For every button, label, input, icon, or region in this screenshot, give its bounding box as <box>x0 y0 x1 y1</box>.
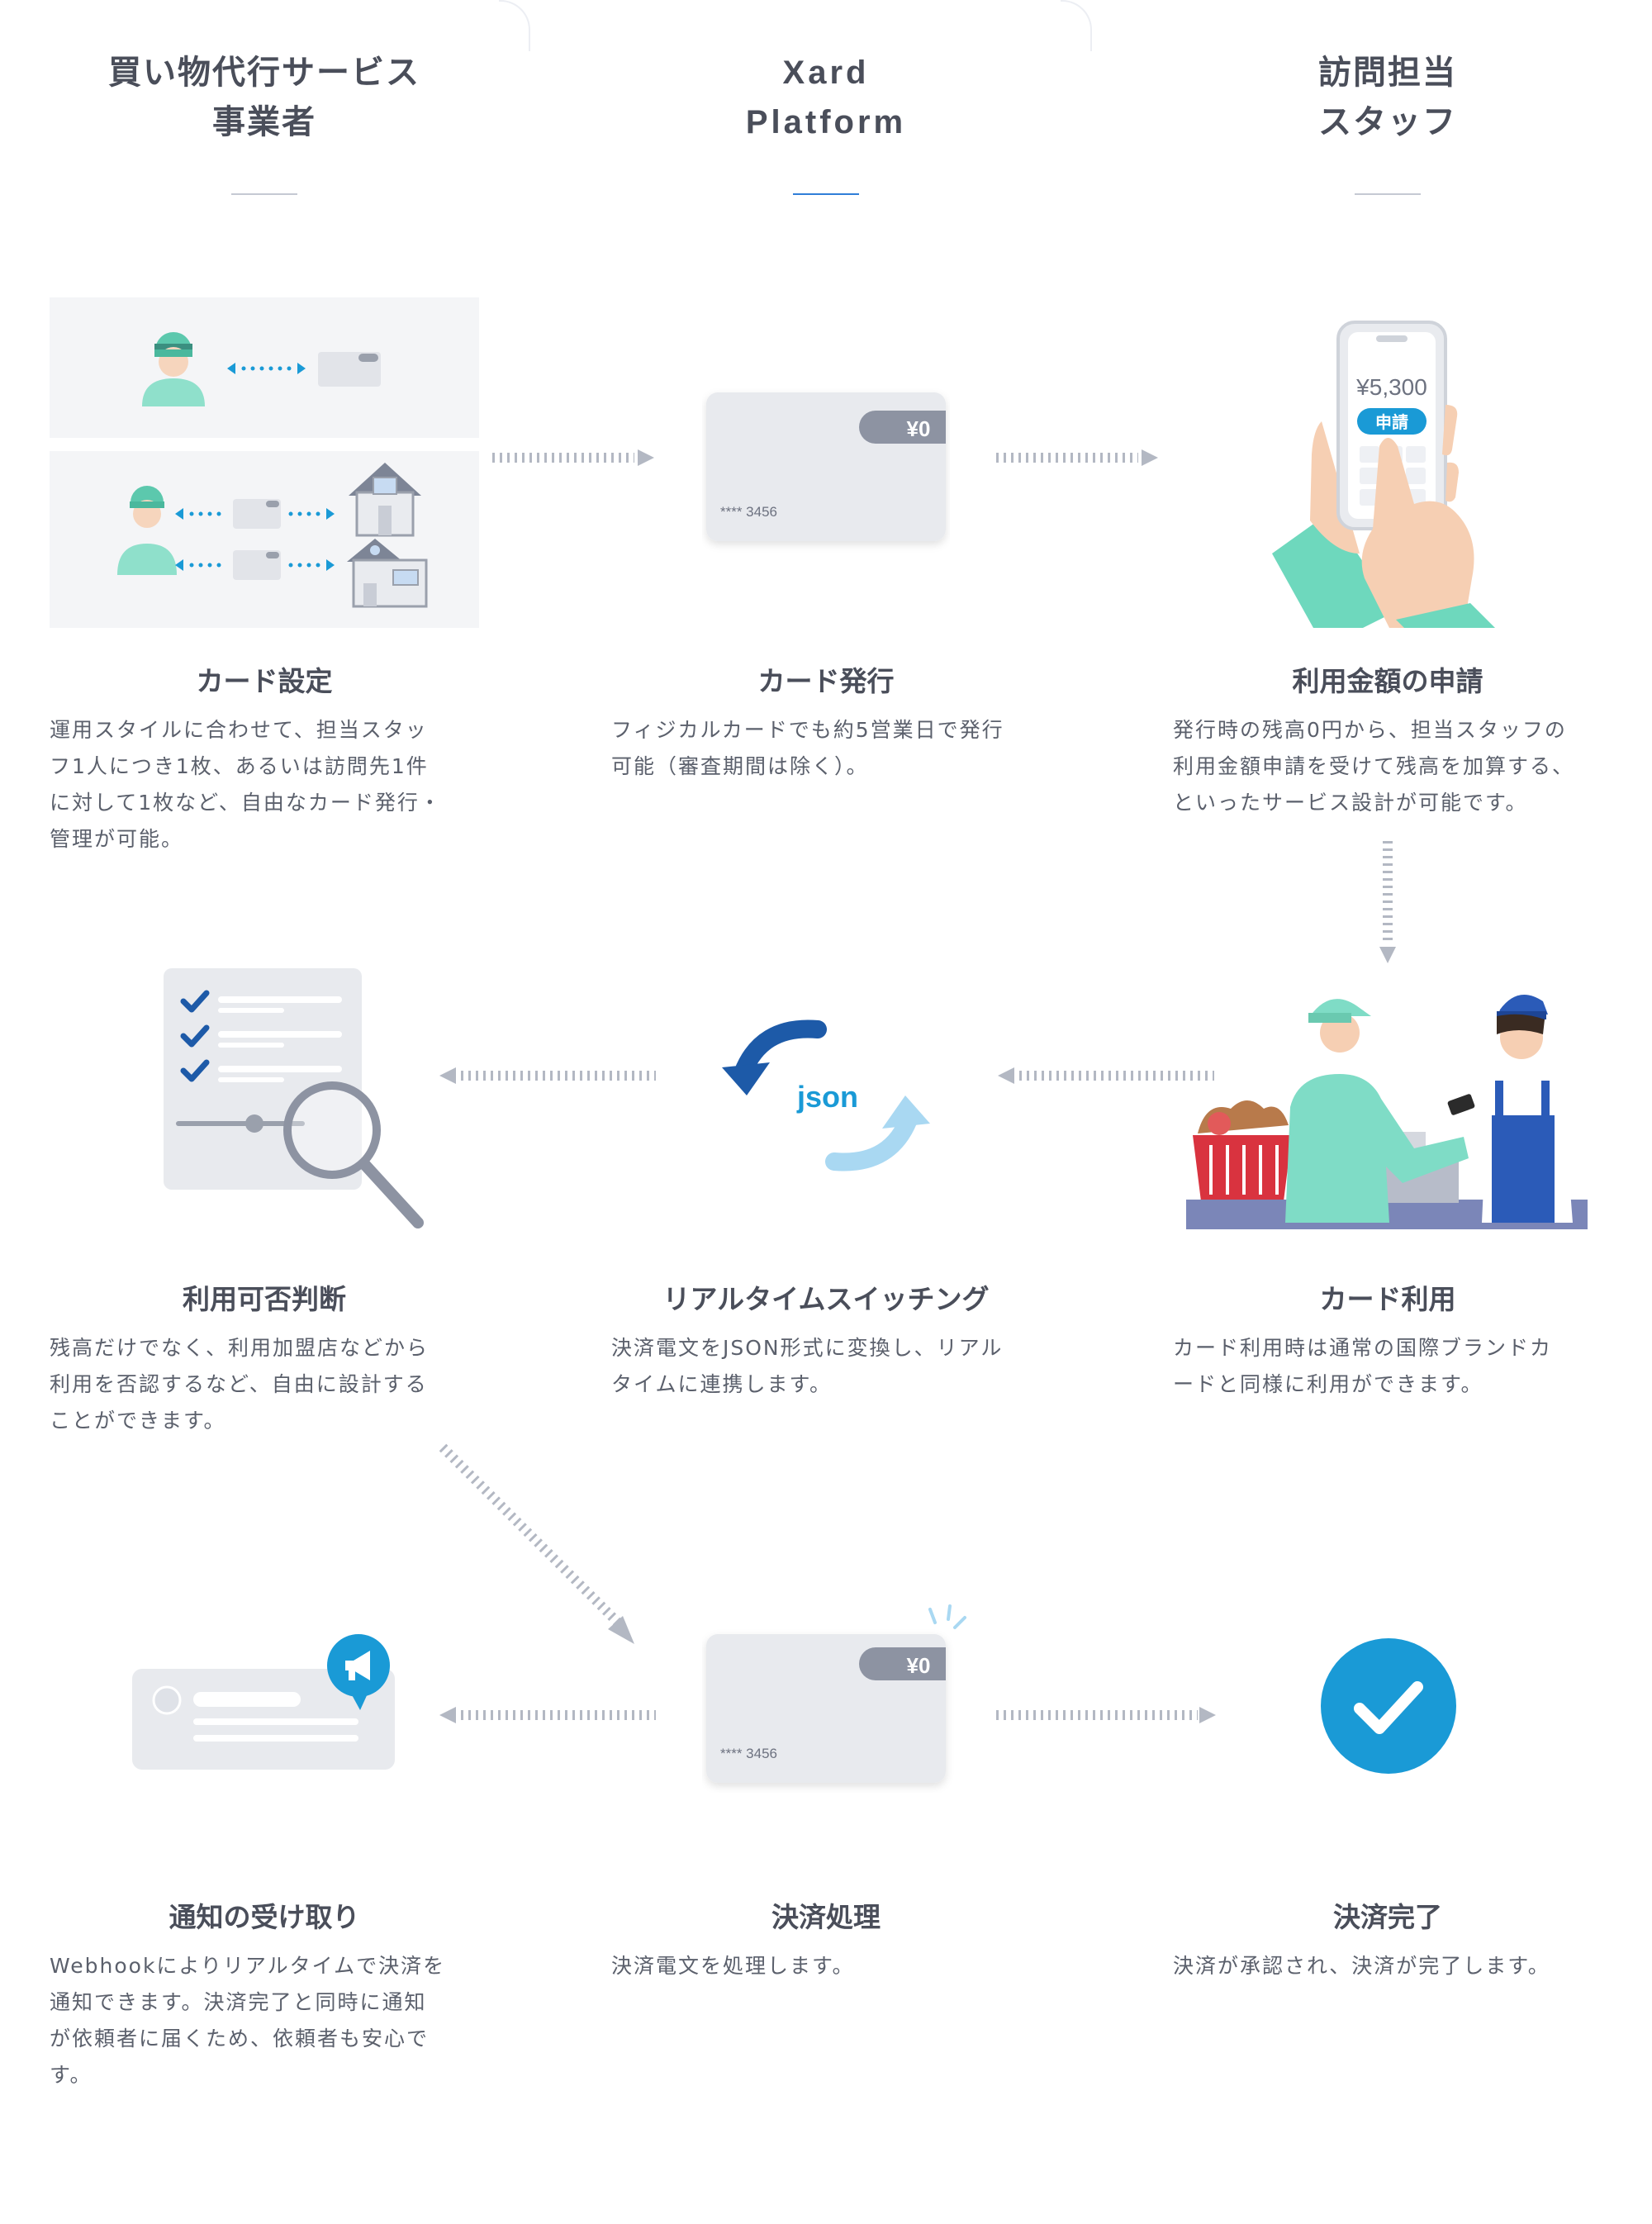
column-title-line: 事業者 <box>212 103 316 141</box>
column-title: 買い物代行サービス 事業者 <box>17 48 512 147</box>
desc-line: カード利用時は通常の国際ブランドカ <box>1173 1336 1553 1360</box>
desc-line: 運用スタイルに合わせて、担当スタッ <box>50 718 428 742</box>
step-desc-usage-decision: 残高だけでなく、利用加盟店などから 利用を否認するなど、自由に設計する ことがで… <box>50 1330 496 1439</box>
column-header-platform: Xard Platform <box>578 48 1074 195</box>
column-title: 訪問担当 スタッフ <box>1140 48 1635 147</box>
shopping-basket-icon <box>1193 1100 1292 1201</box>
step-desc-amount-request: 発行時の残高0円から、担当スタッフの 利用金額申請を受けて残高を加算する、 とい… <box>1173 712 1619 821</box>
customer-person-icon <box>1285 999 1469 1223</box>
flow-arrow-diagonal <box>439 1443 634 1644</box>
column-header-visit-staff: 訪問担当 スタッフ <box>1140 48 1635 195</box>
column-title-line: 訪問担当 <box>1318 54 1457 92</box>
phone-request-illustration: ¥5,300 申請 <box>1272 321 1495 628</box>
flow-arrow-down <box>1379 841 1396 963</box>
desc-line: に対して1枚など、自由なカード発行・ <box>50 791 442 815</box>
staff-person-icon <box>142 332 205 406</box>
request-button <box>1357 408 1427 435</box>
desc-line: ことができます。 <box>50 1409 226 1433</box>
step-desc-payment-complete: 決済が承認され、決済が完了します。 <box>1173 1948 1619 1984</box>
desc-line: 通知できます。決済完了と同時に通知 <box>50 1990 427 2014</box>
desc-line: フィジカルカードでも約5営業日で発行 <box>611 718 1004 742</box>
desc-line: 利用を否認するなど、自由に設計する <box>50 1372 428 1396</box>
store-checkout-illustration <box>1186 995 1588 1229</box>
sparkle-icon <box>928 1604 966 1629</box>
column-title-line: スタッフ <box>1318 103 1457 141</box>
tab-edge-right <box>1061 0 1092 51</box>
step-title-realtime-switching: リアルタイムスイッチング <box>662 1283 990 1315</box>
check-complete-illustration <box>1321 1638 1456 1774</box>
json-label: json <box>796 1080 858 1114</box>
column-title: Xard Platform <box>578 48 1074 147</box>
column-title-line: 買い物代行サービス <box>108 54 420 92</box>
desc-line: 残高だけでなく、利用加盟店などから <box>50 1336 430 1360</box>
desc-line: 決済電文を処理します。 <box>611 1954 855 1978</box>
column-divider <box>793 193 859 195</box>
card-balance: ¥0 <box>907 1653 931 1678</box>
check-circle-icon <box>1321 1638 1456 1774</box>
card-number: **** 3456 <box>720 504 777 520</box>
desc-line: す。 <box>50 2063 93 2087</box>
column-divider <box>231 193 297 195</box>
notification-illustration <box>132 1634 395 1770</box>
flow-arrow-right <box>492 449 654 466</box>
desc-line: 発行時の残高0円から、担当スタッフの <box>1173 718 1567 742</box>
column-header-service-provider: 買い物代行サービス 事業者 <box>17 48 512 195</box>
desc-line: フ1人につき1枚、あるいは訪問先1件 <box>50 754 429 778</box>
desc-line: Webhookによりリアルタイムで決済を <box>50 1954 446 1978</box>
desc-line: 決済が承認され、決済が完了します。 <box>1173 1954 1550 1978</box>
staff-person-icon <box>117 486 177 575</box>
step-title-payment-complete: 決済完了 <box>1333 1901 1442 1933</box>
flow-arrow-left <box>998 1067 1214 1084</box>
desc-line: 利用金額申請を受けて残高を加算する、 <box>1173 754 1575 778</box>
clerk-person-icon <box>1482 995 1573 1223</box>
flow-arrow-right <box>996 449 1158 466</box>
json-switching-illustration: json <box>722 1019 930 1171</box>
step-title-card-usage: カード利用 <box>1319 1283 1456 1315</box>
request-button-label: 申請 <box>1375 412 1408 432</box>
step-title-usage-decision: 利用可否判断 <box>183 1283 346 1315</box>
step-title-card-setup: カード設定 <box>196 665 333 697</box>
step-title-notification: 通知の受け取り <box>169 1901 360 1933</box>
card-balance: ¥0 <box>907 416 931 441</box>
card-number: **** 3456 <box>720 1746 777 1761</box>
step-desc-notification: Webhookによりリアルタイムで決済を 通知できます。決済完了と同時に通知 が… <box>50 1948 496 2093</box>
step-desc-card-usage: カード利用時は通常の国際ブランドカ ードと同様に利用ができます。 <box>1173 1330 1619 1403</box>
step-title-amount-request: 利用金額の申請 <box>1292 665 1483 697</box>
desc-line: 決済電文をJSON形式に変換し、リアル <box>611 1336 1004 1360</box>
step-desc-card-issue: フィジカルカードでも約5営業日で発行 可能（審査期間は除く）。 <box>611 712 1057 785</box>
step-desc-realtime-switching: 決済電文をJSON形式に変換し、リアル タイムに連携します。 <box>611 1330 1057 1403</box>
house-icon <box>347 539 428 608</box>
desc-line: ードと同様に利用ができます。 <box>1173 1372 1483 1396</box>
desc-line: 可能（審査期間は除く）。 <box>611 754 869 778</box>
step-desc-card-setup: 運用スタイルに合わせて、担当スタッ フ1人につき1枚、あるいは訪問先1件 に対し… <box>50 712 496 858</box>
checklist-magnifier-illustration <box>164 968 424 1228</box>
dotted-arrow-icon <box>175 508 335 571</box>
desc-line: といったサービス設計が可能です。 <box>1173 791 1528 815</box>
flow-arrow-left <box>439 1707 656 1723</box>
desc-line: が依頼者に届くため、依頼者も安心で <box>50 2027 430 2051</box>
card-setup-illustration <box>50 297 479 628</box>
tab-edge-left <box>499 0 530 51</box>
desc-line: タイムに連携します。 <box>611 1372 833 1396</box>
flow-arrow-right <box>996 1707 1216 1723</box>
column-title-line: Xard <box>782 55 870 91</box>
step-desc-payment-processing: 決済電文を処理します。 <box>611 1948 1057 1984</box>
issued-card-illustration: ¥0 **** 3456 <box>706 392 946 541</box>
step-title-card-issue: カード発行 <box>757 665 895 697</box>
house-icon <box>349 463 421 537</box>
desc-line: 管理が可能。 <box>50 827 184 851</box>
processing-card-illustration: ¥0 **** 3456 <box>706 1604 966 1783</box>
column-divider <box>1355 193 1421 195</box>
column-title-line: Platform <box>745 104 907 140</box>
step-title-payment-processing: 決済処理 <box>771 1901 881 1933</box>
phone-amount: ¥5,300 <box>1355 374 1427 400</box>
flow-arrow-left <box>439 1067 656 1084</box>
dotted-arrow-icon <box>227 363 306 374</box>
